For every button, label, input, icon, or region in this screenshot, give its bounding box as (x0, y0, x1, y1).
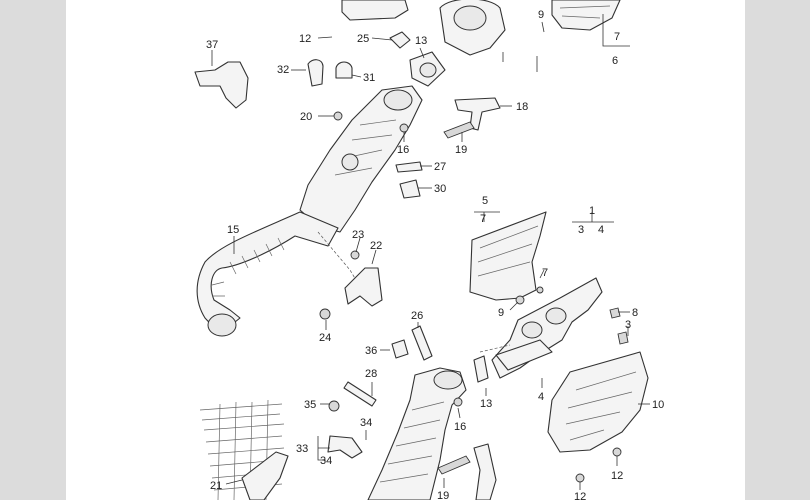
callout-9: 9 (498, 307, 504, 319)
callout-3: 3 (578, 224, 584, 236)
heat-shield-top (341, 0, 409, 21)
callout-12: 12 (299, 33, 311, 45)
callout-3: 3 (625, 319, 631, 331)
connector-36 (391, 339, 409, 359)
callout-35: 35 (304, 399, 316, 411)
callout-25: 25 (357, 33, 369, 45)
callout-7: 7 (480, 213, 486, 225)
bracket-30 (399, 179, 421, 199)
callout-19: 19 (437, 490, 449, 500)
callout-4: 4 (598, 224, 604, 236)
sensor-26 (411, 325, 433, 361)
callout-1: 1 (589, 205, 595, 217)
callout-36: 36 (365, 345, 377, 357)
bolt-16-upper (399, 123, 409, 133)
bracket-33-34 (327, 435, 363, 459)
bolt-12-lower-right (612, 447, 622, 457)
callout-7: 7 (614, 31, 620, 43)
callout-18: 18 (516, 101, 528, 113)
callout-21: 21 (210, 480, 222, 492)
callout-27: 27 (434, 161, 446, 173)
callout-10: 10 (652, 399, 664, 411)
callout-24: 24 (319, 332, 331, 344)
callout-5: 5 (482, 195, 488, 207)
callout-6: 6 (612, 55, 618, 67)
bolt-19-lower (437, 455, 471, 475)
callout-26: 26 (411, 310, 423, 322)
callout-7: 7 (542, 267, 548, 279)
callout-28: 28 (365, 368, 377, 380)
bolt-16-lower (453, 397, 463, 407)
sensor-27 (395, 161, 423, 173)
bolt-12-bottom (575, 473, 585, 483)
callout-labels: 1 3 4 3 4 5 6 7 7 7 8 9 9 10 12 12 12 13… (206, 9, 664, 500)
leader-lines (211, 14, 650, 490)
clamp-31 (335, 61, 353, 79)
callout-20: 20 (300, 111, 312, 123)
callout-12: 12 (574, 491, 586, 500)
bracket-21 (241, 451, 289, 500)
flange-gasket-top (453, 5, 487, 31)
callout-22: 22 (370, 240, 382, 252)
callout-19: 19 (455, 144, 467, 156)
callout-32: 32 (277, 64, 289, 76)
sensor-28 (343, 381, 377, 407)
callout-16: 16 (454, 421, 466, 433)
bolt-19-top (443, 121, 475, 139)
pipe-15-outlet (207, 313, 237, 337)
bracket-18 (454, 97, 501, 131)
callout-12: 12 (611, 470, 623, 482)
bolt-35 (328, 400, 340, 412)
catalytic-converter-upper (299, 85, 423, 233)
manifold-stud-3 (617, 331, 629, 345)
callout-16: 16 (397, 144, 409, 156)
callout-31: 31 (363, 72, 375, 84)
bracket-lower (473, 443, 497, 500)
callout-33: 33 (296, 443, 308, 455)
callout-34: 34 (320, 455, 332, 467)
clip-25 (389, 31, 411, 49)
catalytic-converter-lower (367, 367, 467, 500)
callout-30: 30 (434, 183, 446, 195)
clamp-32 (307, 59, 324, 87)
bolt-20 (333, 111, 343, 121)
callout-15: 15 (227, 224, 239, 236)
manifold-stud-8 (609, 307, 621, 319)
heat-shield-right-top (551, 0, 621, 31)
callout-23: 23 (352, 229, 364, 241)
callout-8: 8 (632, 307, 638, 319)
callout-37: 37 (206, 39, 218, 51)
heat-shield-10 (547, 351, 649, 453)
callout-13: 13 (415, 35, 427, 47)
callout-4: 4 (538, 391, 544, 403)
clip-13-lower (473, 355, 489, 383)
callout-13: 13 (480, 398, 492, 410)
callout-9: 9 (538, 9, 544, 21)
callout-34: 34 (360, 417, 372, 429)
bracket-37 (194, 61, 249, 109)
heat-shield-5 (469, 211, 547, 301)
nut-7-mid (536, 286, 544, 294)
bracket-22 (344, 267, 383, 307)
nut-24 (319, 308, 331, 320)
bolt-23 (350, 250, 360, 260)
